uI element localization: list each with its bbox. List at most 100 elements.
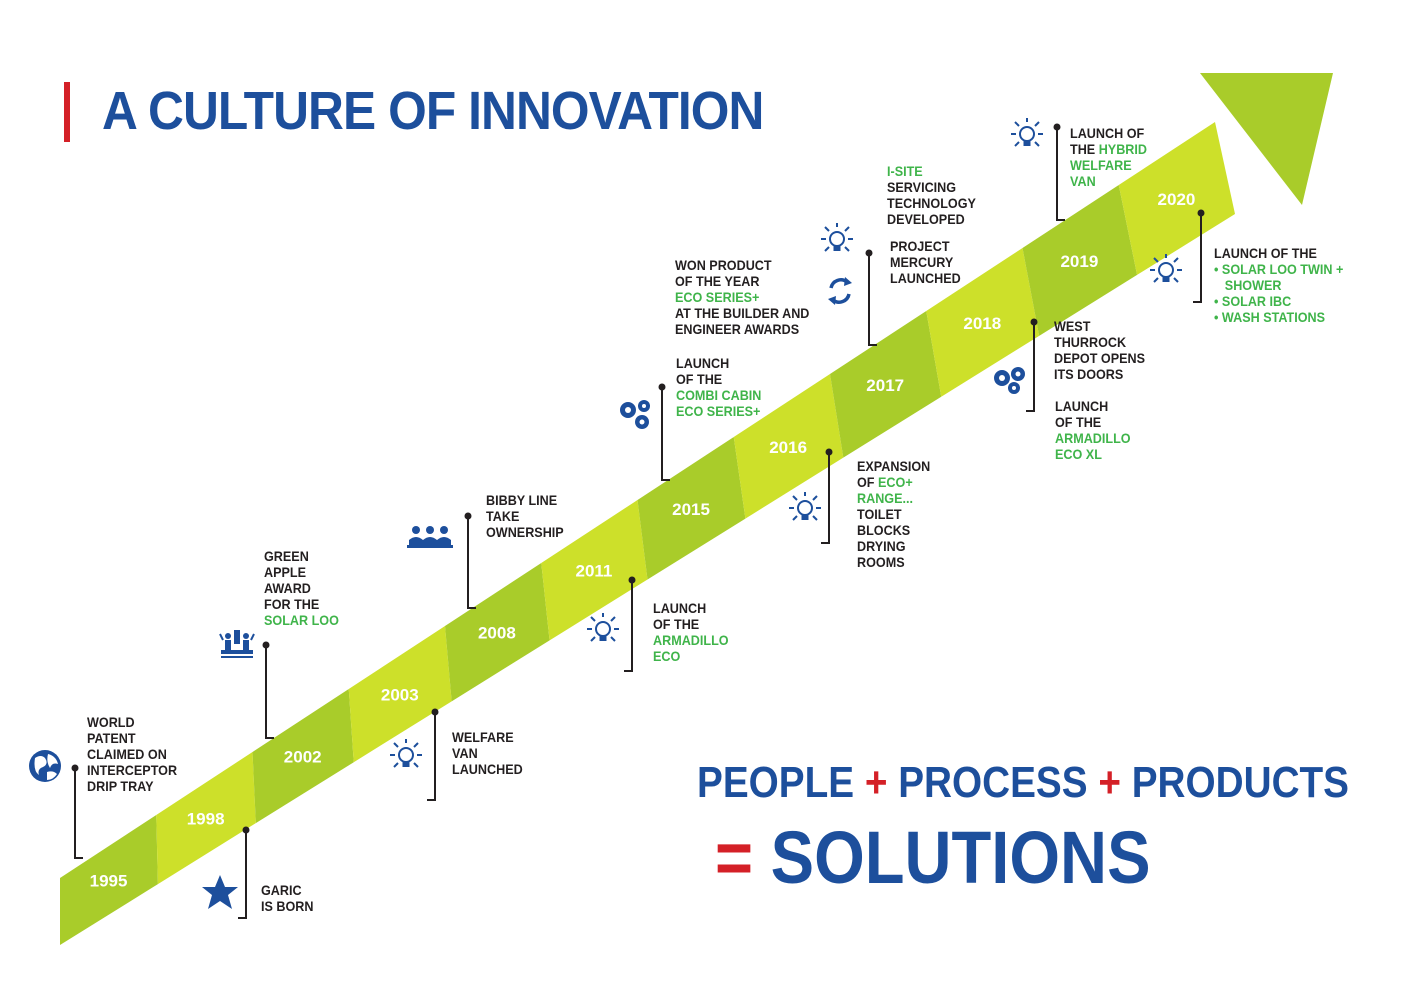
- event-line: SOLAR LOO: [264, 612, 339, 628]
- arrow-segment: [830, 311, 942, 458]
- connector-line: [238, 830, 247, 919]
- connector-dot: [658, 383, 666, 391]
- year-label: 2020: [1158, 190, 1196, 209]
- event-line: LAUNCH: [676, 355, 730, 371]
- plus-sign: +: [864, 758, 888, 807]
- event-line: SERVICING: [887, 179, 957, 195]
- lightbulb-icon: [789, 492, 821, 521]
- connector-dot: [628, 576, 636, 584]
- tagline: PEOPLE + PROCESS + PRODUCTS: [697, 758, 1349, 808]
- event-line: OF THE: [653, 616, 700, 632]
- event-line: APPLE: [264, 564, 307, 580]
- refresh-icon: [828, 277, 852, 305]
- tagline-people: PEOPLE: [697, 758, 855, 807]
- event-line: ECO SERIES+: [676, 403, 761, 419]
- event-line: • SOLAR IBC: [1214, 293, 1292, 309]
- arrow-segment: [733, 374, 844, 519]
- year-label: 2008: [478, 624, 516, 643]
- connector-line: [467, 516, 476, 609]
- trophy-people-icon: [219, 630, 255, 658]
- event-2019-word: THE: [1070, 141, 1099, 157]
- event-line: AWARD: [264, 580, 311, 596]
- event-line: DRYING: [857, 538, 906, 554]
- arrow-segment: [156, 752, 256, 885]
- event-line: WORLD: [87, 714, 135, 730]
- year-label: 2019: [1060, 252, 1098, 271]
- connector-dot: [1197, 209, 1205, 217]
- connector-line: [1056, 127, 1065, 221]
- event-line: IS BORN: [261, 898, 314, 914]
- arrow-head: [1200, 73, 1333, 205]
- arrow-segment: [1022, 185, 1138, 336]
- event-line: ECO XL: [1055, 446, 1102, 462]
- event-line: TOILET: [857, 506, 902, 522]
- event-line: LAUNCHED: [452, 761, 523, 777]
- event-line: GREEN: [264, 548, 309, 564]
- event-line: OF ECO+: [857, 474, 913, 490]
- event-line: OF THE: [676, 371, 723, 387]
- year-label: 2018: [963, 314, 1001, 333]
- event-line: BLOCKS: [857, 522, 911, 538]
- year-label: 1998: [187, 810, 225, 829]
- arrow-segment: [1118, 122, 1235, 275]
- connector-line: [1193, 213, 1202, 303]
- arrow-segment: [60, 815, 158, 945]
- event-line: I-SITE: [887, 163, 923, 179]
- event-line: • WASH STATIONS: [1214, 309, 1326, 325]
- event-2019-line: THE HYBRID: [1070, 141, 1147, 157]
- event-2019-line: LAUNCH OF: [1070, 125, 1145, 141]
- event-line: LAUNCH: [653, 600, 707, 616]
- event-line: LAUNCH: [1055, 398, 1109, 414]
- connector-line: [624, 580, 633, 672]
- connector-lines: [71, 123, 1205, 919]
- connector-line: [265, 645, 274, 739]
- event-line: OF THE: [1055, 414, 1102, 430]
- event-line: ENGINEER AWARDS: [675, 321, 800, 337]
- lightbulb-icon: [390, 739, 422, 768]
- gears-icon: [620, 400, 650, 429]
- connector-dot: [431, 708, 439, 716]
- event-line: TECHNOLOGY: [887, 195, 976, 211]
- connector-dot: [865, 249, 873, 257]
- connector-line: [821, 452, 830, 544]
- event-line: EXPANSION: [857, 458, 931, 474]
- event-line: THURROCK: [1054, 334, 1127, 350]
- event-line: ECO: [653, 648, 681, 664]
- event-2019-line: VAN: [1070, 173, 1096, 189]
- event-line: RANGE...: [857, 490, 914, 506]
- year-labels: 1995199820022003200820112015201620172018…: [90, 190, 1196, 891]
- event-line: • SOLAR LOO TWIN +: [1214, 261, 1344, 277]
- event-line: ECO SERIES+: [675, 289, 760, 305]
- globe-icon: [29, 750, 61, 782]
- arrow-segment: [445, 563, 550, 702]
- event-line: PATENT: [87, 730, 136, 746]
- lightbulb-icon: [587, 613, 619, 642]
- lightbulb-icon: [1150, 254, 1182, 283]
- year-label: 2003: [381, 686, 419, 705]
- lightbulb-icon: [1011, 118, 1043, 147]
- event-line: WEST: [1054, 318, 1091, 334]
- event-line: ARMADILLO: [653, 632, 729, 648]
- event-line: BIBBY LINE: [486, 492, 558, 508]
- page-title: A CULTURE OF INNOVATION: [102, 81, 764, 141]
- connector-line: [661, 387, 670, 481]
- arrow-segment: [252, 689, 354, 824]
- connector-dot: [242, 826, 250, 834]
- event-line: DRIP TRAY: [87, 778, 154, 794]
- title-accent-bar: [64, 82, 70, 142]
- event-line: TAKE: [486, 508, 520, 524]
- arrow-segment: [926, 248, 1040, 397]
- star-icon: [202, 875, 238, 909]
- event-line: PROJECT: [890, 238, 950, 254]
- event-line: ARMADILLO: [1055, 430, 1131, 446]
- event-line: WELFARE: [452, 729, 514, 745]
